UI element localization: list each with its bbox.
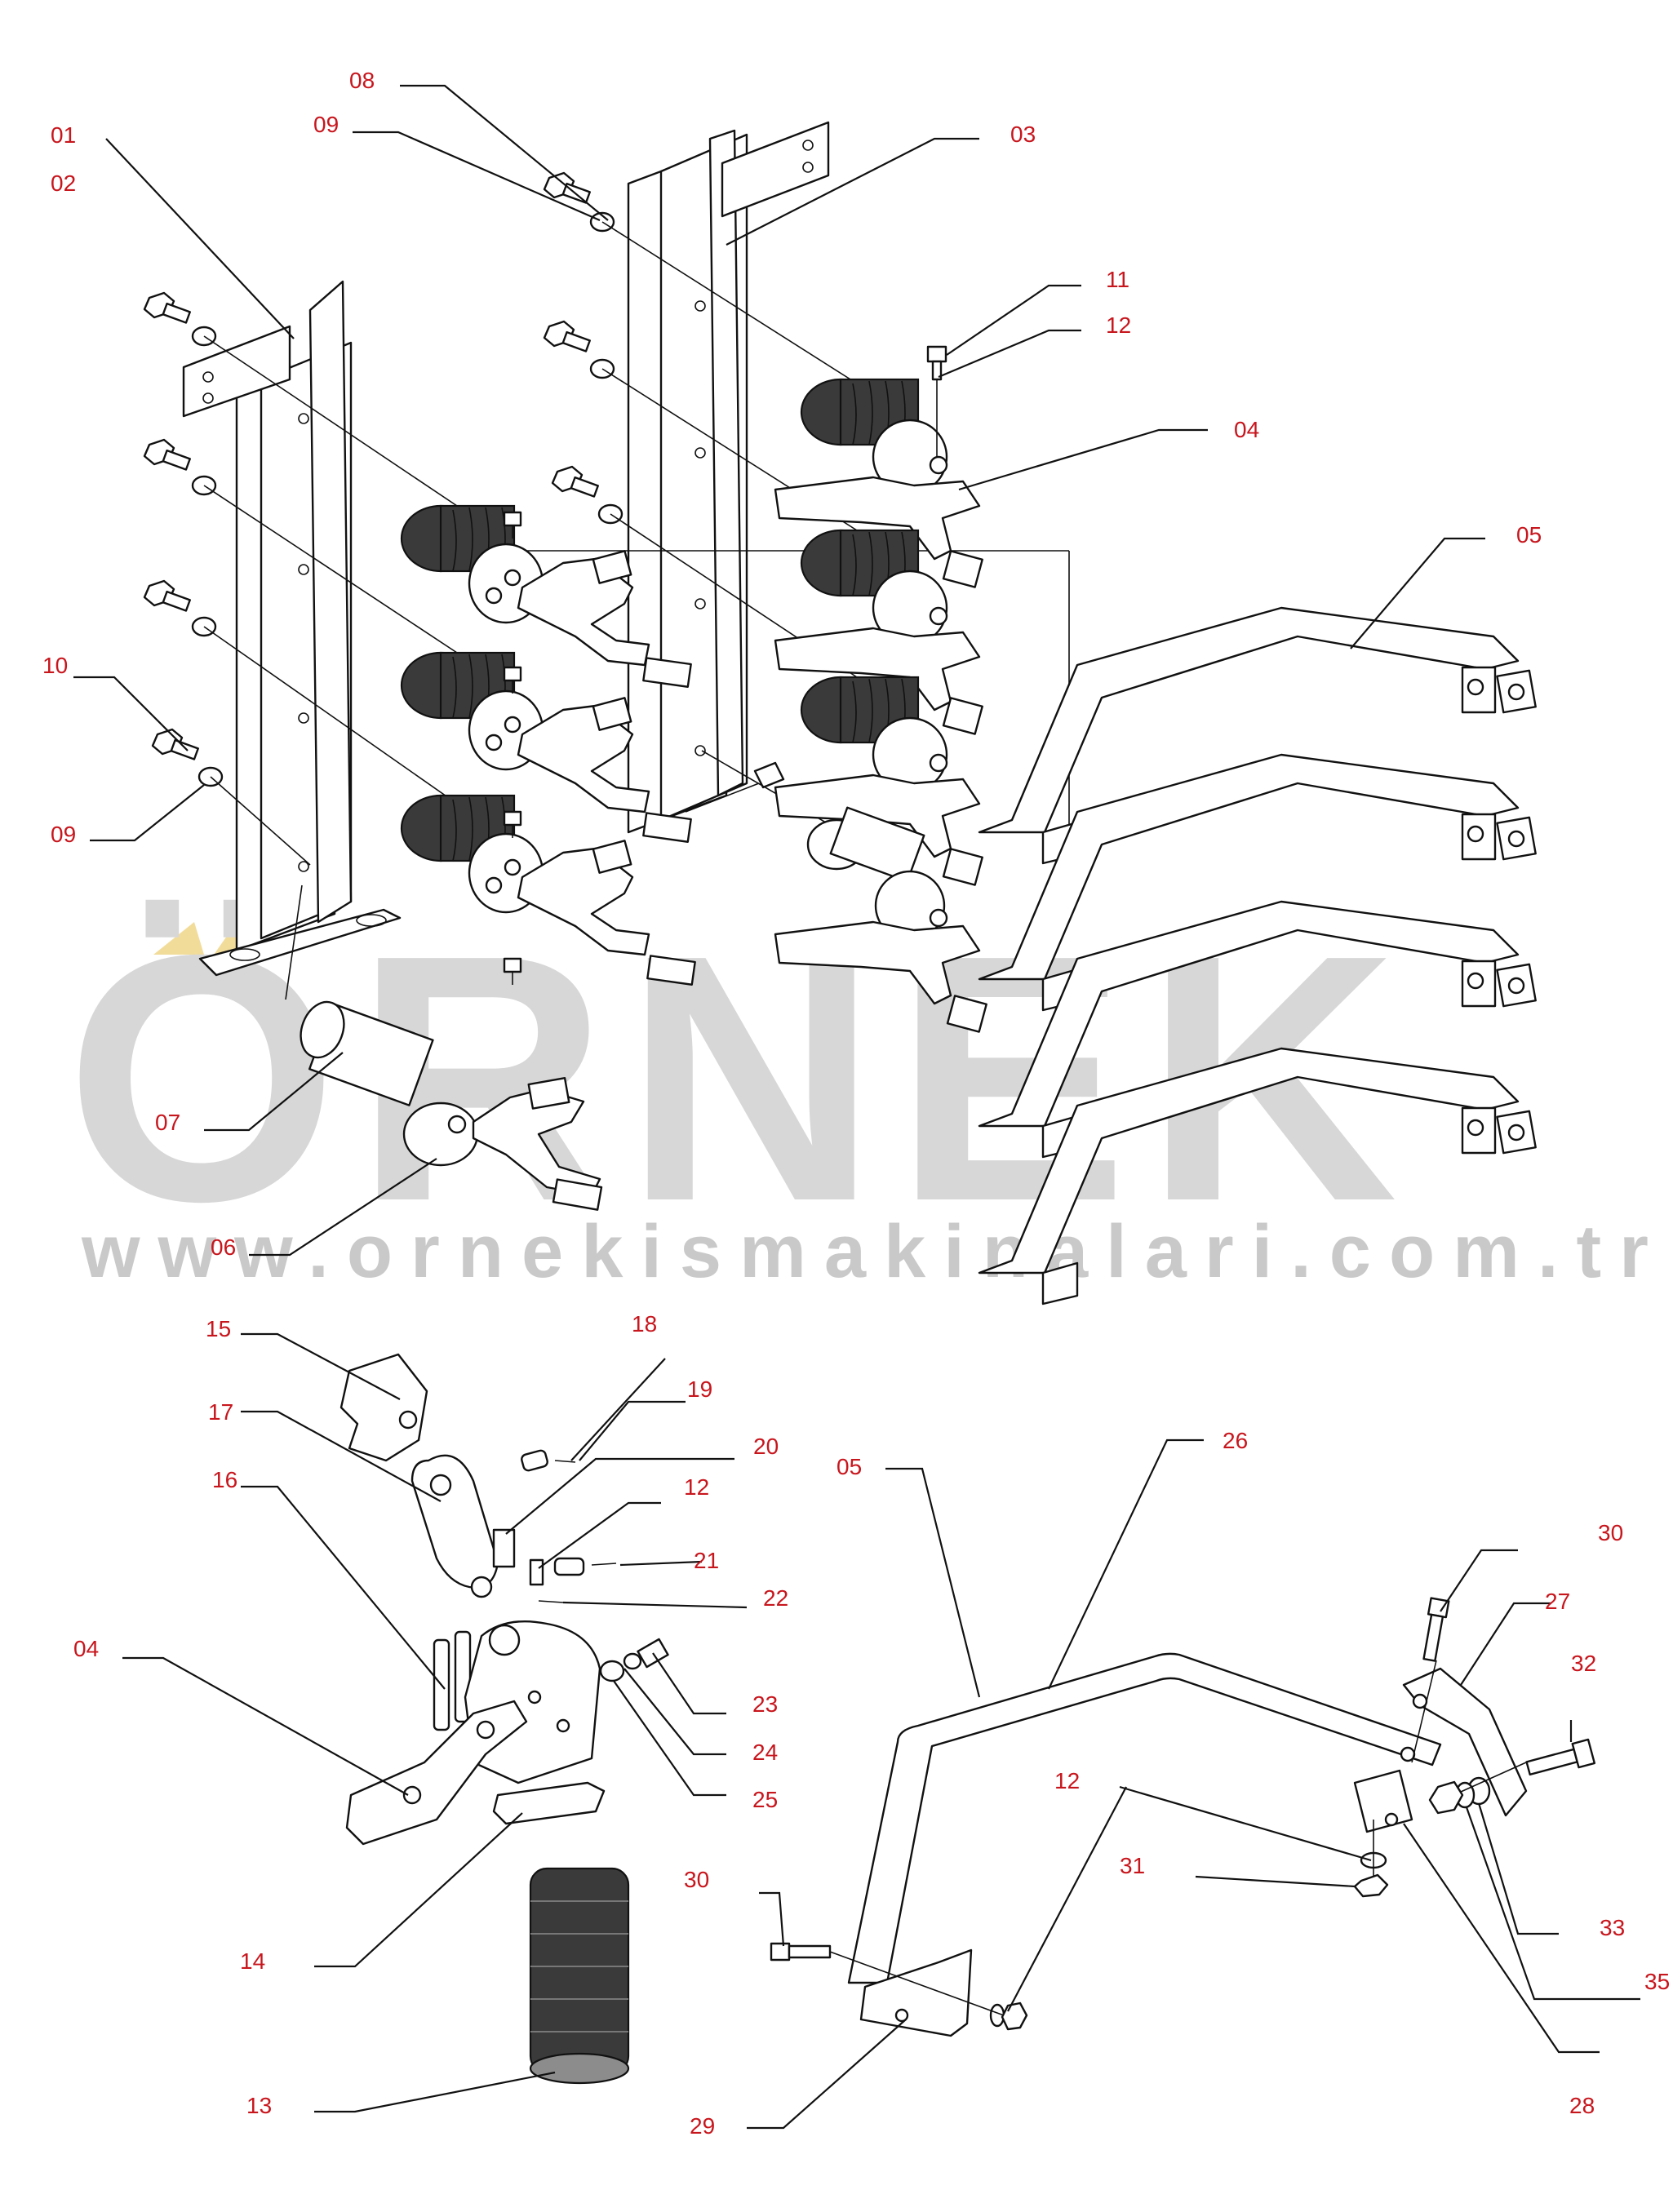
support-arms-upper xyxy=(978,606,1537,1305)
callout-26: 26 xyxy=(1223,1428,1248,1453)
watermark-url: www.ornekismakinalari.com.tr xyxy=(81,1210,1666,1293)
callout-21: 21 xyxy=(694,1548,719,1573)
spring-unit-right-3 xyxy=(774,676,983,886)
exploded-support-arm xyxy=(770,1597,1596,2037)
callout-13: 13 xyxy=(246,2093,272,2118)
callout-11: 11 xyxy=(1106,267,1129,292)
spring-unit-right-4 xyxy=(774,806,987,1033)
callout-01: 01 xyxy=(51,122,76,148)
callout-18: 18 xyxy=(632,1311,657,1337)
callout-09-left: 09 xyxy=(51,822,76,847)
callout-12-mid: 12 xyxy=(684,1474,709,1500)
callout-09-top: 09 xyxy=(313,112,339,137)
callout-16: 16 xyxy=(212,1467,237,1492)
left-mounting-column xyxy=(182,280,402,977)
callout-17: 17 xyxy=(208,1399,233,1425)
bolt-set-left xyxy=(143,291,224,787)
callout-10: 10 xyxy=(42,653,68,678)
spring-unit-right-1 xyxy=(774,378,983,588)
callout-04-lower: 04 xyxy=(73,1636,99,1661)
small-screws-left xyxy=(503,511,522,985)
callout-labels: 01 02 03 04 05 06 07 08 09 09 10 11 12 1… xyxy=(42,68,1670,2139)
callout-12-top: 12 xyxy=(1106,313,1131,338)
callout-27: 27 xyxy=(1545,1589,1570,1614)
callout-03: 03 xyxy=(1010,122,1036,147)
exploded-spring-unit xyxy=(339,1353,669,2085)
spring-unit-right-2 xyxy=(774,529,983,735)
right-mounting-column xyxy=(627,121,830,834)
callout-32: 32 xyxy=(1571,1651,1596,1676)
callout-15: 15 xyxy=(206,1316,231,1341)
callout-20: 20 xyxy=(753,1434,779,1459)
loose-spring-unit xyxy=(300,1000,603,1211)
spring-unit-left-2 xyxy=(400,651,692,843)
callout-22: 22 xyxy=(763,1585,788,1611)
callout-31: 31 xyxy=(1120,1853,1145,1878)
callout-19: 19 xyxy=(687,1376,712,1402)
callout-30-lower: 30 xyxy=(684,1867,709,1892)
callout-30-top: 30 xyxy=(1598,1520,1623,1545)
callout-04: 04 xyxy=(1234,417,1259,442)
callout-23: 23 xyxy=(752,1691,778,1717)
watermark-accent-mark xyxy=(153,922,204,955)
callout-33: 33 xyxy=(1600,1915,1625,1940)
bolt-set-right xyxy=(543,171,623,525)
spring-unit-left-1 xyxy=(400,504,692,688)
callout-05-lower: 05 xyxy=(836,1454,862,1479)
callout-24: 24 xyxy=(752,1740,778,1765)
callout-02: 02 xyxy=(51,171,76,196)
leader-lines xyxy=(73,84,1640,2130)
spring-unit-left-3 xyxy=(400,794,696,986)
callout-35: 35 xyxy=(1644,1969,1670,1994)
small-screw-11 xyxy=(926,345,947,457)
callout-05: 05 xyxy=(1516,522,1542,547)
callout-07: 07 xyxy=(155,1110,180,1135)
callout-29: 29 xyxy=(690,2113,715,2139)
callout-08: 08 xyxy=(349,68,375,93)
callout-06: 06 xyxy=(211,1235,236,1260)
callout-12-right: 12 xyxy=(1054,1768,1080,1793)
callout-14: 14 xyxy=(240,1948,265,1974)
callout-28: 28 xyxy=(1569,2093,1595,2118)
callout-25: 25 xyxy=(752,1787,778,1812)
